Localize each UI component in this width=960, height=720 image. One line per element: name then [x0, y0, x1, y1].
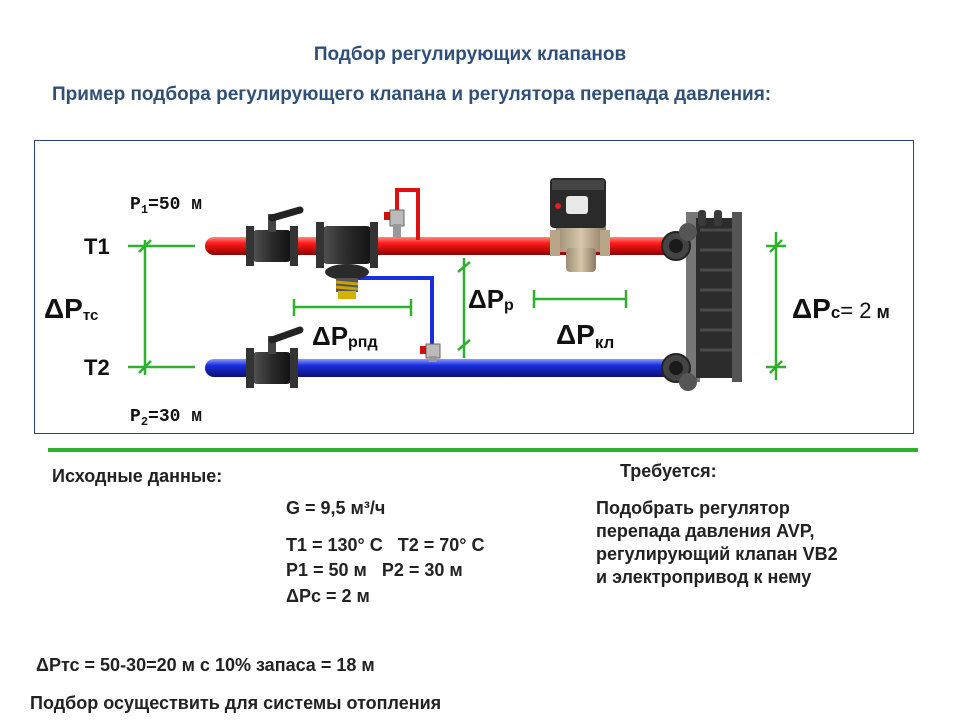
impulse-tap-blue-icon [420, 343, 441, 362]
p1-label: P1=50 м [130, 195, 202, 217]
impulse-tube-red [395, 188, 420, 240]
diagram-frame [34, 140, 914, 434]
impulse-tap-red-icon [384, 209, 405, 238]
calculation-line: ΔPтс = 50-30=20 м с 10% запаса = 18 м [36, 655, 375, 675]
impulse-tube-blue [350, 276, 434, 348]
given-pressure-line: P1 = 50 м P2 = 30 м [286, 560, 463, 580]
dp-r-label: ΔPр [468, 284, 514, 314]
required-heading: Требуется: [620, 461, 717, 481]
given-heading: Исходные данные: [52, 466, 223, 486]
dp-rpd-label: ΔPрпд [312, 321, 378, 351]
electric-actuator-icon [550, 178, 606, 228]
required-line: перепада давления AVP, [596, 521, 815, 541]
section-divider [48, 448, 918, 452]
slide-title: Подбор регулирующих клапанов [313, 44, 627, 65]
plate-heat-exchanger-icon [661, 210, 742, 391]
t1-label: T1 [84, 234, 110, 259]
required-list: Подобрать регулятор перепада давления AV… [596, 497, 946, 589]
given-flow-line: G = 9,5 м³/ч [286, 498, 386, 518]
slide-subtitle: Пример подбора регулирующего клапана и р… [52, 84, 772, 105]
shutoff-valve-t1-icon [246, 206, 304, 266]
required-line: и электропривод к нему [596, 567, 812, 587]
dp-c-label: ΔPс= 2 м [792, 293, 890, 324]
dimension-lines [128, 232, 786, 380]
p2-label: P2=30 м [130, 407, 202, 429]
required-line: регулирующий клапан VB2 [596, 544, 838, 564]
shutoff-valve-t2-icon [246, 326, 304, 388]
return-pipe-t2 [205, 359, 675, 377]
dp-tc-label: ΔPтс [44, 293, 98, 324]
control-valve-vb2-icon [550, 222, 610, 272]
required-line: Подобрать регулятор [596, 498, 790, 518]
dp-kl-label: ΔPкл [556, 319, 614, 352]
given-temperature-line: T1 = 130° C T2 = 70° C [286, 535, 485, 555]
footer-line: Подбор осуществить для системы отопления [30, 693, 442, 713]
t2-label: T2 [84, 355, 110, 380]
pressure-regulator-avp-icon [316, 222, 378, 299]
given-dpc-line: ΔPc = 2 м [286, 586, 370, 606]
heating-scheme-diagram: P1=50 м P2=30 м T1 T2 ΔPтс ΔPрпд ΔPр ΔPк… [44, 178, 890, 429]
